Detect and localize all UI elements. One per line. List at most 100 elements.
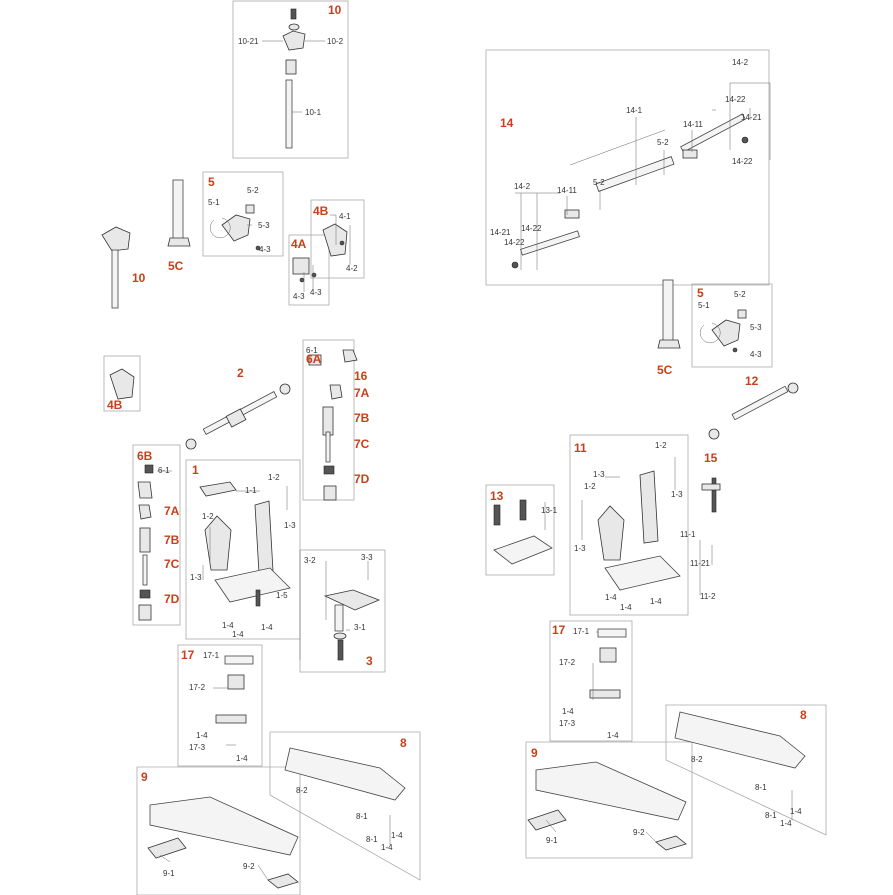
- part-label: 14-22: [725, 95, 746, 104]
- group-label-4b: 4B: [107, 398, 123, 412]
- part-label: 1-4: [236, 754, 248, 763]
- group-label-9: 9: [531, 746, 538, 760]
- part-label: 1-2: [268, 473, 280, 482]
- group-label-10: 10: [328, 3, 342, 17]
- group-label-1: 1: [192, 463, 199, 477]
- part-label: 14-22: [732, 157, 753, 166]
- group-label-7b: 7B: [354, 411, 370, 425]
- part-label: 4-2: [346, 264, 358, 273]
- group-label-7a: 7A: [164, 504, 180, 518]
- part-label: 1-4: [391, 831, 403, 840]
- part-label: 6-1: [158, 466, 170, 475]
- part-label: 1-4: [620, 603, 632, 612]
- part-label: 10-1: [305, 108, 322, 117]
- part-label: 8-2: [296, 786, 308, 795]
- part-label: 1-4: [381, 843, 393, 852]
- group-label-7a: 7A: [354, 386, 370, 400]
- group-label-7c: 7C: [354, 437, 370, 451]
- section-frames: [103, 0, 827, 895]
- group-label-10: 10: [132, 271, 146, 285]
- part-labels: 10-21 10-2 10-1 5-1 5-2 5-3 4-3 4-1 4-2 …: [158, 37, 802, 878]
- part-label: 6-1: [306, 346, 318, 355]
- part-drawings: [101, 8, 806, 889]
- group-label-4a: 4A: [291, 237, 307, 251]
- part-label: 5-2: [247, 186, 259, 195]
- part-label: 14-11: [557, 186, 577, 195]
- part-label: 10-2: [327, 37, 344, 46]
- group-label-12: 12: [745, 374, 759, 388]
- part-label: 1-1: [245, 486, 257, 495]
- part-label: 1-2: [584, 482, 596, 491]
- part-label: 9-1: [546, 836, 558, 845]
- part-label: 17-1: [573, 627, 590, 636]
- part-label: 1-2: [202, 512, 214, 521]
- group-label-6b: 6B: [137, 449, 153, 463]
- part-label: 8-2: [691, 755, 703, 764]
- part-label: 1-4: [607, 731, 619, 740]
- part-label: 9-2: [633, 828, 645, 837]
- part-label: 8-1: [765, 811, 777, 820]
- part-label: 10-21: [238, 37, 259, 46]
- group-label-11: 11: [574, 441, 587, 455]
- part-label: 1-4: [196, 731, 208, 740]
- part-label: 11-1: [680, 530, 696, 539]
- group-label-6a: 6A: [306, 352, 322, 366]
- part-label: 14-21: [741, 113, 762, 122]
- part-label: 14-22: [521, 224, 542, 233]
- group-label-8: 8: [800, 708, 807, 722]
- part-label: 8-1: [755, 783, 767, 792]
- part-label: 17-1: [203, 651, 220, 660]
- group-label-2: 2: [237, 366, 244, 380]
- part-label: 1-4: [790, 807, 802, 816]
- group-label-14: 14: [500, 116, 514, 130]
- group-label-7d: 7D: [354, 472, 370, 486]
- group-label-15: 15: [704, 451, 718, 465]
- part-label: 1-4: [261, 623, 273, 632]
- leader-lines: [157, 40, 793, 881]
- part-label: 14-2: [732, 58, 749, 67]
- part-label: 14-11: [683, 120, 703, 129]
- part-label: 1-4: [650, 597, 662, 606]
- part-label: 1-4: [222, 621, 234, 630]
- part-label: 1-2: [655, 441, 667, 450]
- part-label: 8-1: [356, 812, 368, 821]
- part-label: 17-2: [559, 658, 576, 667]
- part-label: 5-3: [258, 221, 270, 230]
- part-label: 1-3: [574, 544, 586, 553]
- part-label: 17-2: [189, 683, 206, 692]
- part-label: 1-3: [593, 470, 605, 479]
- part-label: 5-2: [734, 290, 746, 299]
- part-label: 1-4: [605, 593, 617, 602]
- part-label: 14-1: [626, 106, 643, 115]
- part-label: 14-2: [514, 182, 531, 191]
- group-label-5: 5: [697, 286, 704, 300]
- part-label: 9-1: [163, 869, 175, 878]
- part-label: 3-1: [354, 623, 366, 632]
- part-label: 17-3: [559, 719, 576, 728]
- group-label-5c: 5C: [168, 259, 184, 273]
- part-label: 1-3: [284, 521, 296, 530]
- part-label: 5-3: [750, 323, 762, 332]
- group-label-5c: 5C: [657, 363, 673, 377]
- part-label: 14-21: [490, 228, 511, 237]
- part-label: 1-4: [780, 819, 792, 828]
- part-label: 1-4: [562, 707, 574, 716]
- part-label: 17-3: [189, 743, 206, 752]
- part-label: 11-21: [690, 559, 710, 568]
- part-label: 5-1: [698, 301, 710, 310]
- group-label-7c: 7C: [164, 557, 180, 571]
- part-label: 1-3: [671, 490, 683, 499]
- part-label: 4-3: [259, 245, 271, 254]
- part-label: 4-3: [750, 350, 762, 359]
- part-label: 13-1: [541, 506, 558, 515]
- part-label: 4-3: [293, 292, 305, 301]
- group-label-7b: 7B: [164, 533, 180, 547]
- part-label: 3-2: [304, 556, 316, 565]
- part-label: 5-2: [657, 138, 669, 147]
- group-label-16: 16: [354, 369, 368, 383]
- group-label-17: 17: [552, 623, 566, 637]
- part-label: 4-3: [310, 288, 322, 297]
- group-label-4b: 4B: [313, 204, 329, 218]
- group-label-5: 5: [208, 175, 215, 189]
